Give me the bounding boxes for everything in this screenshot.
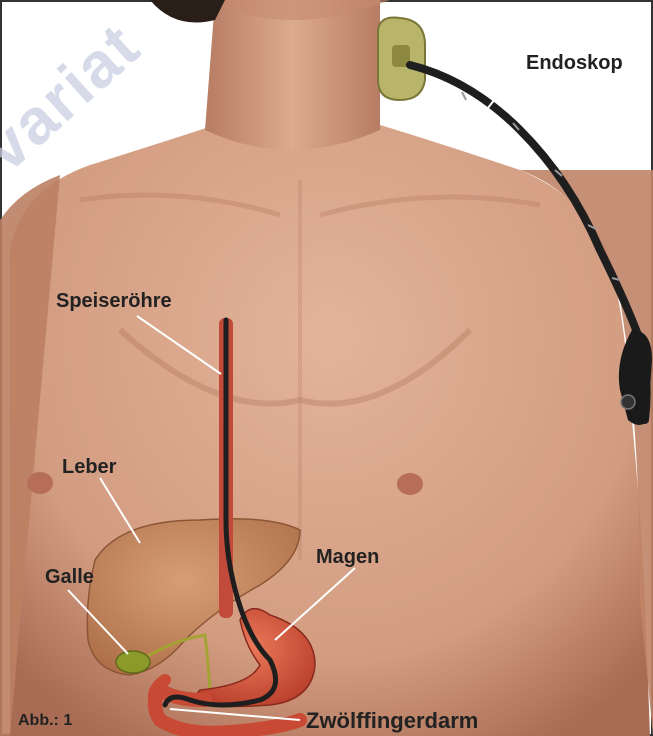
label-endoskop: Endoskop	[526, 52, 623, 75]
label-speiseroehre: Speiseröhre	[56, 290, 172, 313]
nipple-left	[27, 472, 53, 494]
label-galle: Galle	[45, 566, 94, 589]
mouthpiece-icon	[378, 18, 425, 101]
nipple-right	[397, 473, 423, 495]
figure-caption: Abb.: 1	[18, 712, 72, 730]
label-magen: Magen	[316, 546, 379, 569]
gallbladder-shape	[116, 651, 150, 673]
label-leber: Leber	[62, 456, 116, 479]
label-zwoelffingerdarm: Zwölffingerdarm	[306, 708, 478, 734]
